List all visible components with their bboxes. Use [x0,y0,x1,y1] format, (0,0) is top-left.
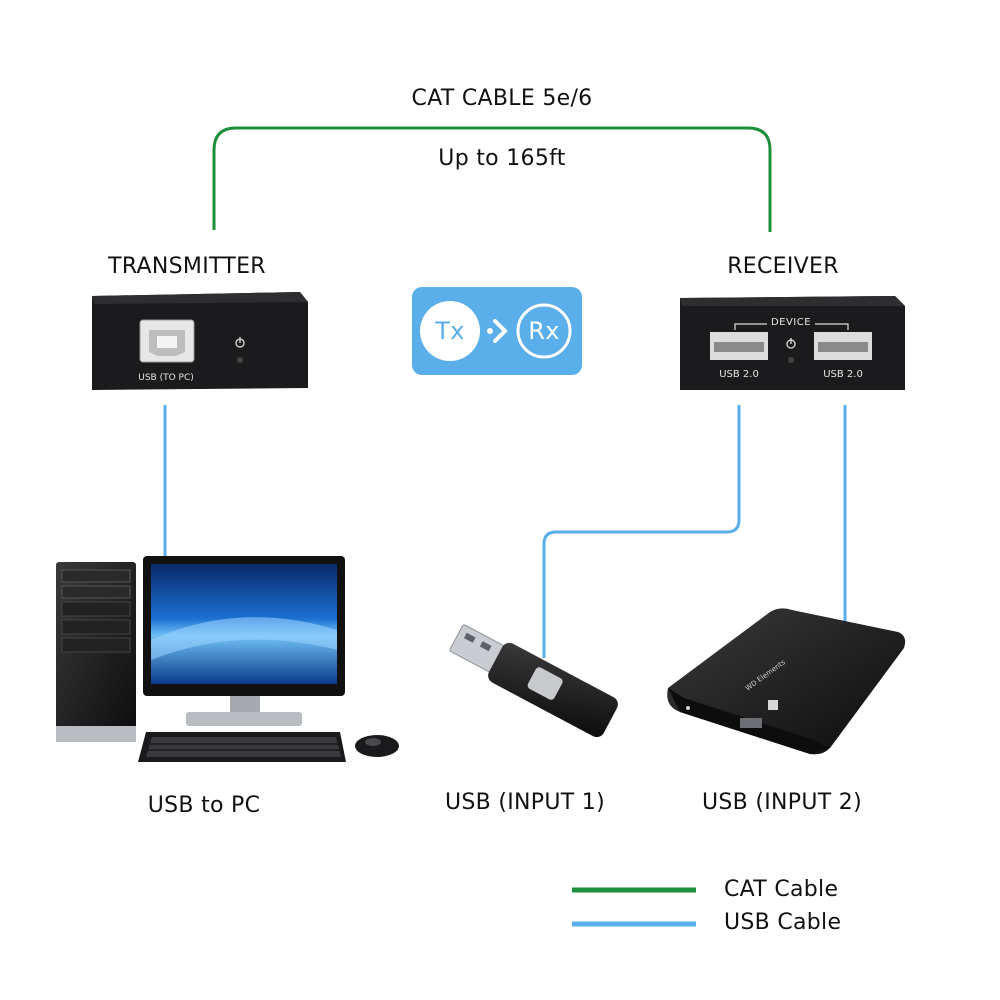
pc-tower-image [56,562,136,742]
keyboard-image [138,732,346,762]
receiver-unit [680,296,905,390]
tx-rx-badge [412,287,582,375]
power-icon [235,337,245,363]
receiver-port1-label: USB 2.0 [719,369,759,380]
usb-flash-drive-image [449,624,618,738]
mouse-image [355,735,399,757]
input2-label: USB (INPUT 2) [702,790,862,815]
transmitter-unit [92,292,308,390]
cable-type-label: CAT CABLE 5e/6 [411,86,593,111]
chevron-right-icon [493,319,508,343]
receiver-port2-label: USB 2.0 [823,369,863,380]
monitor-image [143,556,345,726]
cable-distance-label: Up to 165ft [438,146,566,171]
legend-cat-label: CAT Cable [724,877,839,902]
input1-label: USB (INPUT 1) [445,790,605,815]
badge-rx-label: Rx [528,317,560,345]
power-icon [786,338,796,363]
pc-label: USB to PC [147,793,261,818]
external-hard-drive-image [667,608,906,755]
legend-usb-label: USB Cable [724,910,842,935]
receiver-group-label: DEVICE [766,317,816,328]
usb-cable-input1 [542,405,741,658]
transmitter-port-label: USB (TO PC) [138,373,194,383]
transmitter-title: TRANSMITTER [108,254,266,279]
receiver-title: RECEIVER [727,254,839,279]
cat-cable-line [212,126,772,232]
badge-tx-label: Tx [435,317,465,345]
